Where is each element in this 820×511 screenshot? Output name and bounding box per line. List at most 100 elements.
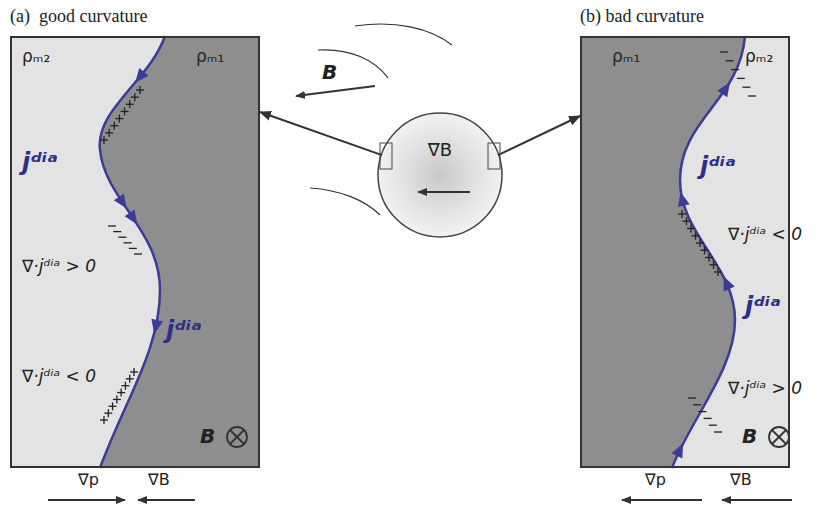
field-into-page [227, 427, 789, 447]
current-arrowhead [675, 191, 690, 207]
plus-charge [125, 382, 126, 390]
minus-charge [118, 237, 126, 238]
current-arrowhead [130, 68, 148, 86]
minus-charge [748, 95, 756, 96]
density-label: ρₘ₁ [612, 46, 640, 66]
pressure-gradient-arrow [622, 499, 702, 501]
plasma-cross-section [378, 113, 502, 237]
boundary-current [672, 36, 745, 468]
zoom-arrow [498, 116, 580, 155]
plus-charge [708, 254, 709, 262]
minus-charge [720, 51, 728, 52]
boundary-current [100, 36, 165, 468]
cross-section-circle: ∇B [378, 113, 502, 237]
plus-charge [133, 368, 134, 376]
plus-charge [108, 129, 109, 137]
density-label: ρₘ₂ [22, 46, 50, 66]
minus-charge [693, 404, 701, 405]
dense-region [580, 36, 745, 468]
light-region [10, 36, 260, 468]
gradient-label: ∇B [148, 470, 170, 489]
field-label: B [322, 60, 337, 84]
plus-charge [129, 375, 130, 383]
field-label: B [742, 424, 757, 448]
field-label: B [200, 424, 215, 448]
minus-charge [688, 397, 696, 398]
zoom-arrow [260, 112, 382, 155]
plus-charge [686, 217, 687, 225]
panel-heading: (b) bad curvature [580, 6, 704, 27]
current-arrowhead [717, 79, 735, 97]
gradient-label: ∇B [378, 139, 502, 160]
current-label: jᵈⁱᵃ [745, 292, 781, 320]
plus-charge [120, 389, 121, 397]
current-arrowhead [114, 194, 132, 212]
gradient-label: ∇p [78, 470, 99, 489]
minus-charge [704, 418, 712, 419]
plus-charge [116, 395, 117, 403]
minus-charge [124, 242, 132, 243]
current-arrowhead [125, 209, 143, 227]
minus-charge [737, 78, 745, 79]
density-label: ρₘ₂ [745, 46, 773, 66]
plus-charge [114, 122, 115, 130]
minus-charge [134, 253, 142, 254]
field-gradient-arrow [138, 499, 195, 501]
dense-region [100, 36, 260, 468]
plus-charge [103, 416, 104, 424]
inner-region-marker [380, 143, 392, 169]
plus-charge [704, 246, 705, 254]
gradient-label: ∇B [730, 470, 752, 489]
plus-charge [681, 210, 682, 218]
minus-charge [714, 431, 722, 432]
curvature-panel: (b) bad curvature [580, 36, 790, 468]
minus-charge [113, 231, 121, 232]
plus-charge [119, 115, 120, 123]
field-gradient-arrow [722, 499, 792, 501]
plus-charge [717, 268, 718, 276]
plus-charge [103, 136, 104, 144]
curvature-panel: (a) good curvature [10, 36, 260, 468]
divergence-label: ∇·jᵈⁱᵃ > 0 [22, 256, 96, 276]
divergence-label: ∇·jᵈⁱᵃ < 0 [728, 224, 802, 244]
current-arrowhead [718, 274, 735, 292]
charge-marks [100, 52, 756, 432]
pressure-gradient-arrow [48, 499, 125, 501]
plus-charge [108, 409, 109, 417]
outer-region-marker [488, 143, 500, 169]
field-arrow [296, 86, 375, 96]
minus-charge [709, 425, 717, 426]
current-arrowhead [148, 319, 163, 335]
plus-charge [690, 225, 691, 233]
current-arrowhead [672, 441, 689, 459]
plus-charge [129, 100, 130, 108]
density-label: ρₘ₁ [196, 46, 224, 66]
minus-charge [731, 69, 739, 70]
divergence-label: ∇·jᵈⁱᵃ < 0 [22, 366, 96, 386]
plus-charge [112, 402, 113, 410]
plus-charge [695, 232, 696, 240]
light-region [580, 36, 790, 468]
current-label: jᵈⁱᵃ [700, 152, 736, 180]
gradient-label: ∇p [645, 470, 666, 489]
panel-heading: (a) good curvature [10, 6, 147, 27]
plus-charge [139, 86, 140, 94]
minus-charge [726, 60, 734, 61]
plus-charge [713, 261, 714, 269]
minus-charge [108, 225, 116, 226]
plus-charge [699, 239, 700, 247]
current-label: jᵈⁱᵃ [166, 316, 202, 344]
field-line [310, 188, 380, 215]
field-line [355, 24, 452, 45]
gradient-arrow [418, 191, 470, 193]
plus-charge [134, 93, 135, 101]
current-label: jᵈⁱᵃ [22, 148, 58, 176]
current-arrowheads [114, 68, 735, 459]
minus-charge [742, 87, 750, 88]
minus-charge [698, 411, 706, 412]
divergence-label: ∇·jᵈⁱᵃ > 0 [728, 378, 802, 398]
minus-charge [129, 248, 137, 249]
plus-charge [124, 107, 125, 115]
